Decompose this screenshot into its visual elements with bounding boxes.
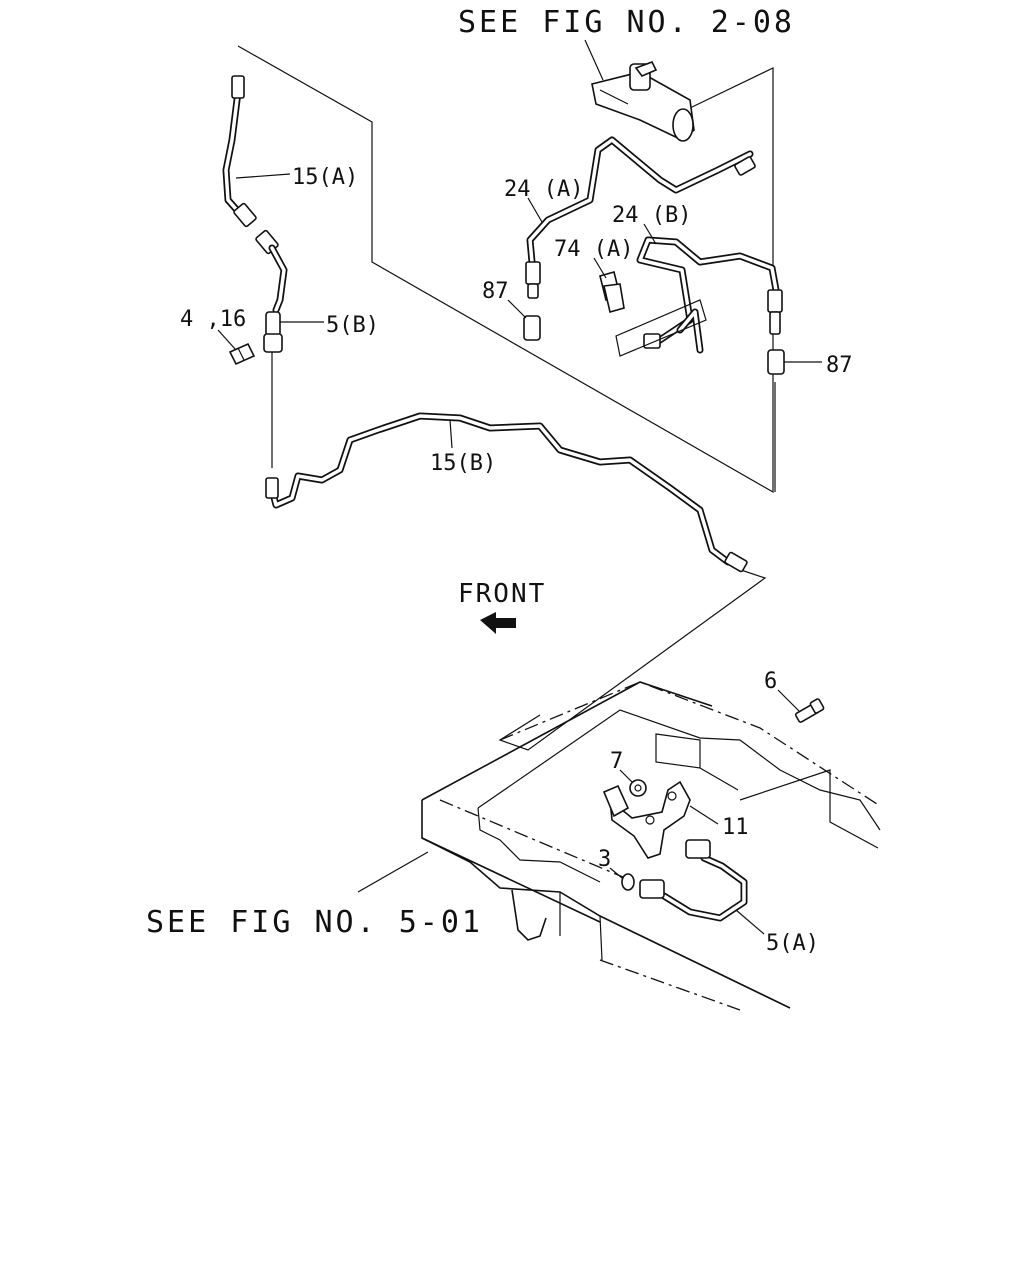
callout-5b: 5(B) [326, 313, 379, 338]
nut-7-hole [634, 784, 642, 792]
spacer-87-left [523, 315, 541, 341]
leader-fig-2-08 [584, 39, 604, 81]
leader-24a [527, 197, 543, 223]
callout-3: 3 [598, 847, 611, 872]
callout-74a: 74 (A) [554, 237, 633, 262]
bracket-11 [602, 780, 691, 859]
callout-87-right: 87 [826, 353, 853, 378]
front-arrow-icon [480, 612, 516, 634]
brake-pipe-15a [222, 75, 288, 314]
chassis-frame [421, 681, 881, 1011]
lower-panel-outline [498, 567, 767, 751]
leader-24b [643, 223, 657, 245]
callout-6: 6 [764, 669, 777, 694]
callout-15b: 15(B) [430, 451, 496, 476]
leader-5a [735, 909, 765, 935]
callout-5a: 5(A) [766, 931, 819, 956]
washer-3 [621, 873, 635, 891]
leader-fig-5-01 [357, 851, 429, 893]
leader-4-16 [217, 329, 237, 351]
callout-4-16: 4 ,16 [180, 307, 246, 332]
leader-15b [449, 419, 453, 449]
master-cylinder [591, 60, 695, 142]
leader-15a [235, 173, 291, 179]
callout-15a: 15(A) [292, 165, 358, 190]
front-label: FRONT [458, 579, 546, 609]
nut-7 [629, 779, 647, 797]
brake-pipe-15b [265, 412, 748, 573]
callout-24a: 24 (A) [504, 177, 583, 202]
callout-87-left: 87 [482, 279, 509, 304]
callout-7: 7 [610, 749, 623, 774]
brake-hose-5a [639, 839, 748, 922]
leader-3 [609, 867, 623, 879]
see-fig-2-08-reference: SEE FIG NO. 2-08 [458, 5, 795, 40]
leader-74a [593, 257, 607, 279]
upper-panel-outline [237, 45, 774, 494]
spacer-87-right [767, 349, 785, 375]
leader-87-left [507, 299, 527, 319]
callout-11: 11 [722, 815, 749, 840]
leader-7 [619, 769, 633, 783]
clip-74a [599, 271, 625, 314]
leader-11 [689, 805, 719, 825]
brake-pipe-24b [615, 236, 783, 357]
leader-6 [777, 689, 801, 713]
callout-24b: 24 (B) [612, 203, 691, 228]
see-fig-5-01-reference: SEE FIG NO. 5-01 [146, 905, 483, 940]
clip-4-16 [228, 342, 256, 366]
brake-pipe-24a [525, 136, 756, 299]
brake-hose-5b [263, 311, 283, 353]
bolt-6 [794, 698, 825, 723]
